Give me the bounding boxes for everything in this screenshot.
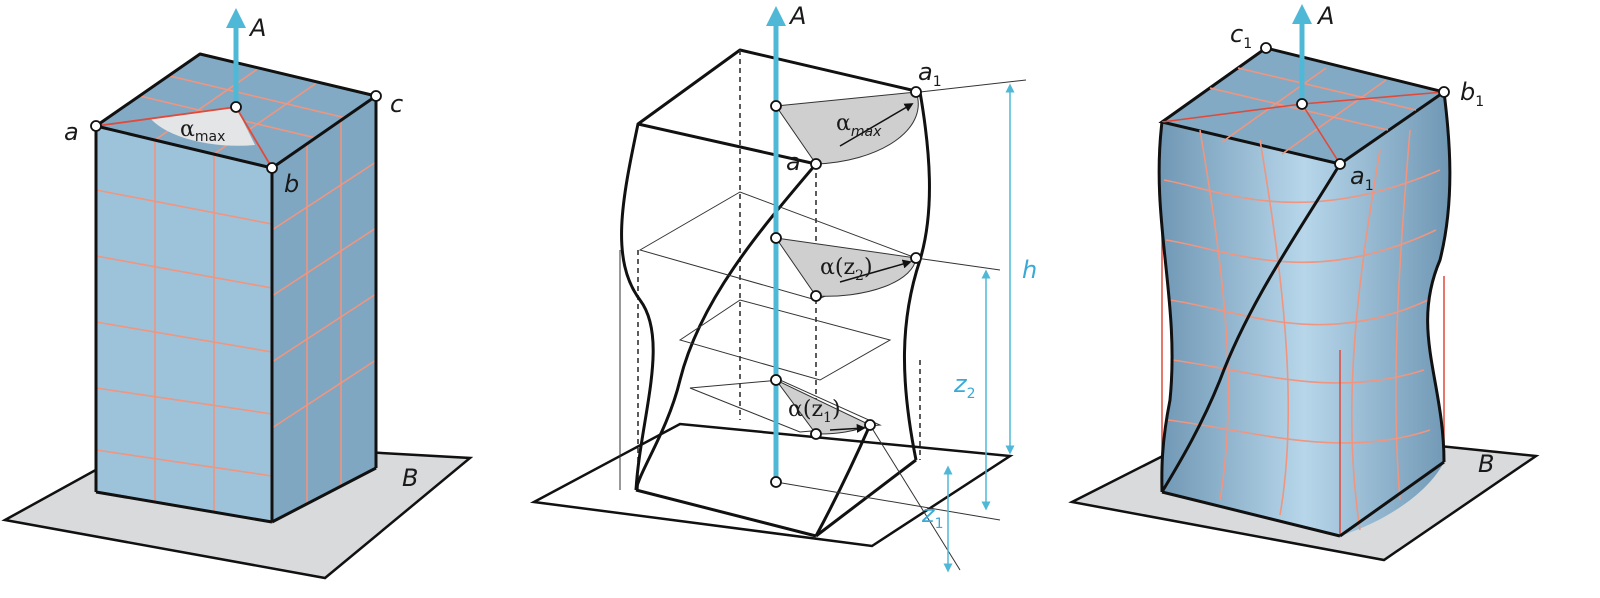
- panel-left-box: A a b c B αmax: [1, 8, 474, 580]
- label-alpha-z2: α(z2): [820, 255, 873, 284]
- label-plane-b-right: B: [1478, 450, 1494, 478]
- label-dim-z1: z1: [921, 500, 944, 532]
- label-point-a1-right: a1: [1350, 162, 1374, 194]
- label-dim-z2: z2: [953, 370, 976, 402]
- diagonal-edge: [634, 163, 818, 491]
- angle-sector: [150, 107, 255, 146]
- twisted-body: [1159, 92, 1450, 536]
- label-axis-a-right: A: [1316, 2, 1334, 30]
- label-alpha-max: αmax: [180, 117, 225, 145]
- label-point-c: c: [390, 90, 403, 118]
- label-alpha-max-mid: αmax: [836, 111, 882, 140]
- panel-middle-construction: A a a1 αmax α(z2) α(z1) h z2 z1: [529, 2, 1037, 573]
- twisted-right-edge: [902, 91, 931, 461]
- front-grid: [95, 140, 273, 512]
- twisted-left-edge: [620, 123, 655, 491]
- label-point-a: a: [64, 118, 79, 146]
- label-plane-b: B: [402, 464, 418, 492]
- label-axis-a-mid: A: [788, 2, 806, 30]
- surface-grid-right: [1163, 129, 1441, 531]
- top-grid-right: [1161, 67, 1445, 165]
- panel-right-twisted: A c1 b1 a1 B: [1068, 2, 1540, 562]
- box-front-face: [96, 126, 272, 522]
- label-axis-a: A: [248, 14, 266, 42]
- point-a: [90, 120, 102, 132]
- side-grid: [271, 120, 377, 504]
- label-point-a1-mid: a1: [918, 58, 942, 90]
- label-point-b: b: [284, 170, 299, 198]
- sector-alpha-max: [775, 91, 919, 165]
- point-c: [370, 90, 382, 102]
- label-point-c1: c1: [1230, 20, 1252, 52]
- point-b: [266, 162, 278, 174]
- point-center: [230, 101, 242, 113]
- label-point-a-mid: a: [786, 148, 801, 176]
- label-point-b1: b1: [1460, 78, 1484, 110]
- front-lower-edge: [814, 424, 872, 537]
- twisted-diagonal: [1160, 163, 1342, 493]
- label-alpha-z1: α(z1): [788, 397, 841, 426]
- box-side-face: [272, 96, 376, 522]
- sector-alpha-z2: [774, 237, 917, 297]
- label-dim-h: h: [1022, 256, 1037, 284]
